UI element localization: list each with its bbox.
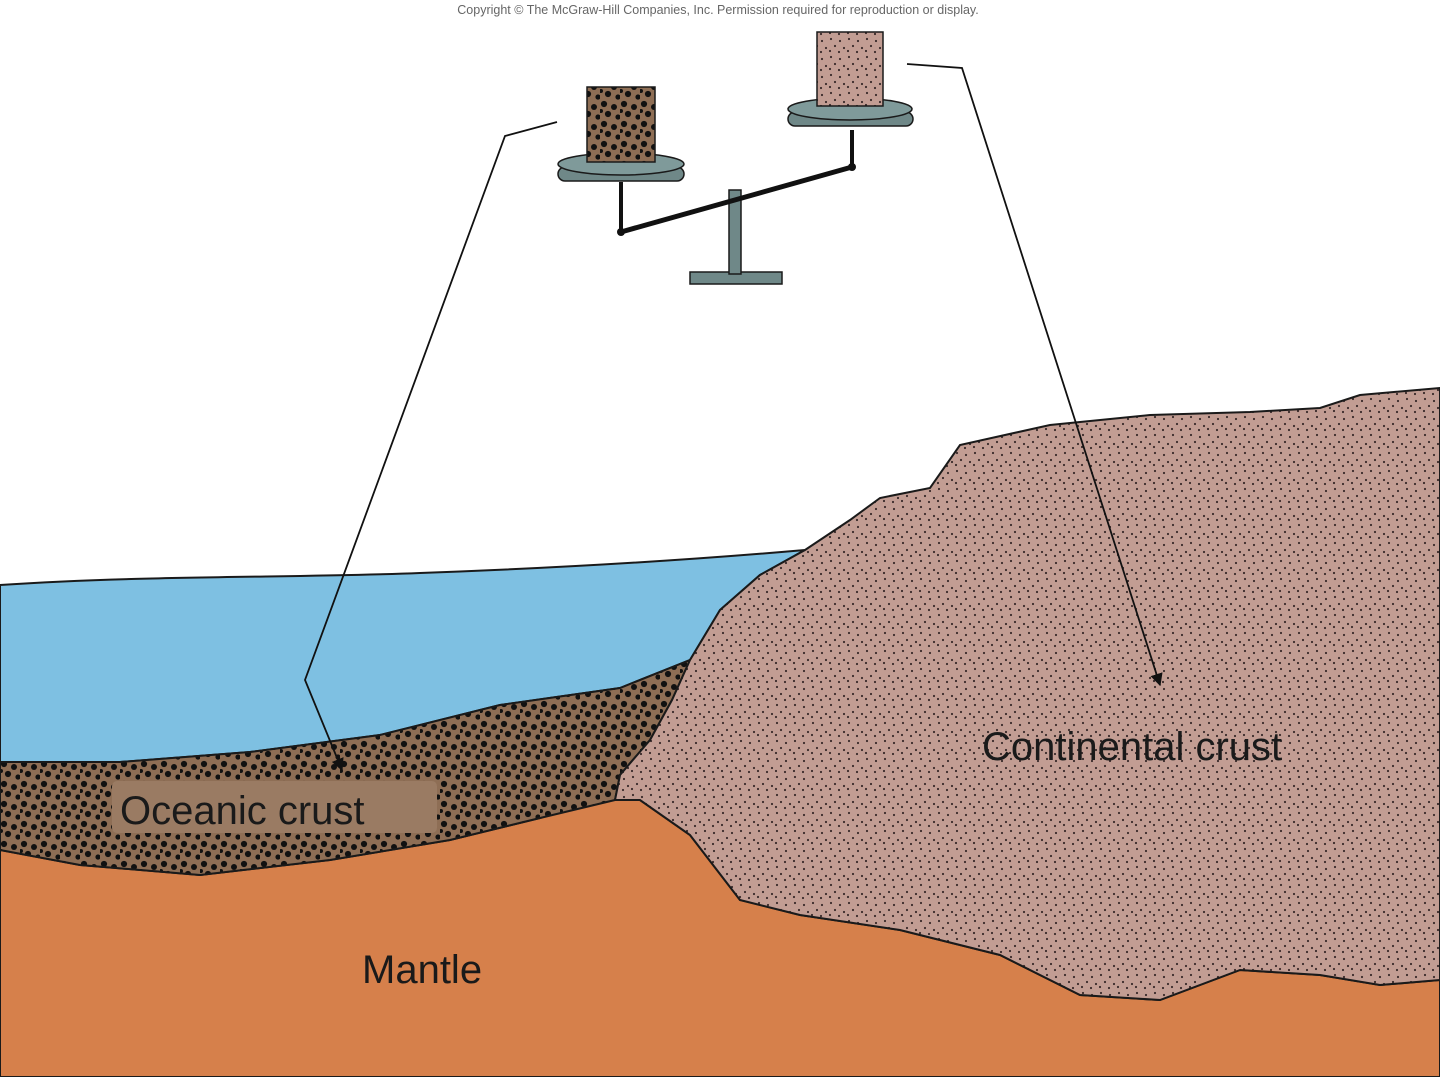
scale-post [728, 189, 742, 275]
continental-crust-label: Continental crust [982, 725, 1282, 769]
balance-scale [557, 31, 914, 285]
oceanic-sample-block [586, 86, 656, 163]
scale-beam [620, 164, 853, 235]
oceanic-leader-arrow [304, 121, 558, 772]
oceanic-label-backdrop [112, 781, 437, 833]
mantle-label: Mantle [362, 948, 482, 992]
copyright-notice: Copyright © The McGraw-Hill Companies, I… [457, 3, 978, 17]
oceanic-crust-label: Oceanic crust [120, 789, 365, 833]
continental-leader-arrow [906, 63, 1163, 687]
continental-crust-layer [613, 386, 1440, 1002]
continental-sample-block [816, 31, 884, 107]
